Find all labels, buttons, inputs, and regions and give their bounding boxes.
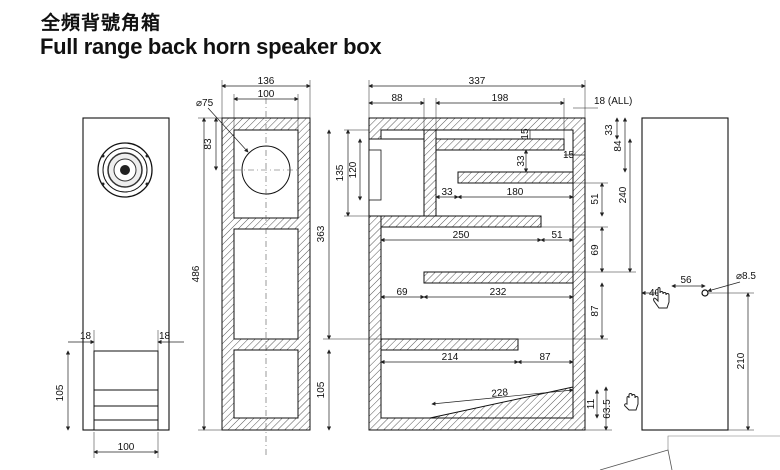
horn-section: 337 88 198 18 (ALL) 33 84 15 15 33 135 1… — [316, 76, 636, 431]
horn-dim-15-horiz: 15 — [563, 150, 575, 161]
hand-cursor-icon — [653, 287, 670, 309]
horn-dim-214: 214 — [442, 352, 459, 363]
grab-cursor-icon — [624, 393, 639, 411]
front-dim-100: 100 — [118, 442, 135, 453]
horn-dim-15-vert: 15 — [520, 128, 531, 140]
horn-dim-135: 135 — [335, 164, 346, 181]
side-dim-136: 136 — [258, 76, 275, 87]
horn-dim-11: 11 — [586, 398, 597, 409]
horn-dim-87-bottom: 87 — [539, 352, 551, 363]
horn-dim-240: 240 — [618, 186, 629, 203]
partial-drawing-fragment — [599, 435, 780, 470]
title-english: Full range back horn speaker box — [40, 34, 382, 59]
back-panel — [641, 117, 729, 431]
horn-dim-18-all: 18 (ALL) — [594, 96, 632, 107]
horn-dim-250: 250 — [453, 230, 470, 241]
side-dim-83: 83 — [203, 138, 214, 150]
back-dim-210: 210 — [736, 352, 747, 369]
horn-dim-232: 232 — [490, 287, 507, 298]
back-view: 40 56 ⌀8.5 210 — [641, 117, 756, 431]
side-dim-100: 100 — [258, 89, 275, 100]
back-dim-56: 56 — [680, 275, 692, 286]
horn-dim-105: 105 — [316, 381, 327, 398]
side-section: 136 100 ⌀75 83 486 — [191, 76, 311, 455]
horn-dim-120: 120 — [348, 161, 359, 178]
side-dim-diameter: ⌀75 — [196, 98, 214, 109]
horn-dim-88: 88 — [391, 93, 403, 104]
horn-dim-33-mid: 33 — [516, 155, 527, 167]
horn-dim-63-5: 63.5 — [602, 399, 613, 419]
speaker-driver-icon — [97, 142, 153, 198]
horn-dim-180: 180 — [507, 187, 524, 198]
horn-dim-198: 198 — [492, 93, 509, 104]
horn-dim-33-inner: 33 — [441, 187, 453, 198]
front-dim-18-left: 18 — [80, 331, 92, 342]
front-view: 18 18 105 100 — [55, 117, 184, 458]
front-dim-18-right: 18 — [159, 331, 171, 342]
title-chinese: 全頻背號角箱 — [41, 12, 162, 34]
front-dim-486: 486 — [191, 265, 202, 282]
horn-dim-51-mid: 51 — [551, 230, 563, 241]
horn-dim-87-right: 87 — [590, 305, 601, 317]
horn-dim-337: 337 — [469, 76, 486, 87]
horn-dim-69-right: 69 — [590, 244, 601, 256]
horn-dim-363: 363 — [316, 225, 327, 242]
horn-dim-51-right: 51 — [590, 193, 601, 205]
back-dim-diameter: ⌀8.5 — [736, 271, 756, 282]
horn-dim-33-top: 33 — [604, 124, 615, 136]
horn-dim-228: 228 — [491, 387, 509, 400]
horn-dim-69-left: 69 — [396, 287, 408, 298]
terminal-hole — [701, 289, 709, 297]
front-dim-105: 105 — [55, 384, 66, 401]
horn-dim-84: 84 — [613, 140, 624, 152]
back-dim-40: 40 — [649, 288, 661, 299]
